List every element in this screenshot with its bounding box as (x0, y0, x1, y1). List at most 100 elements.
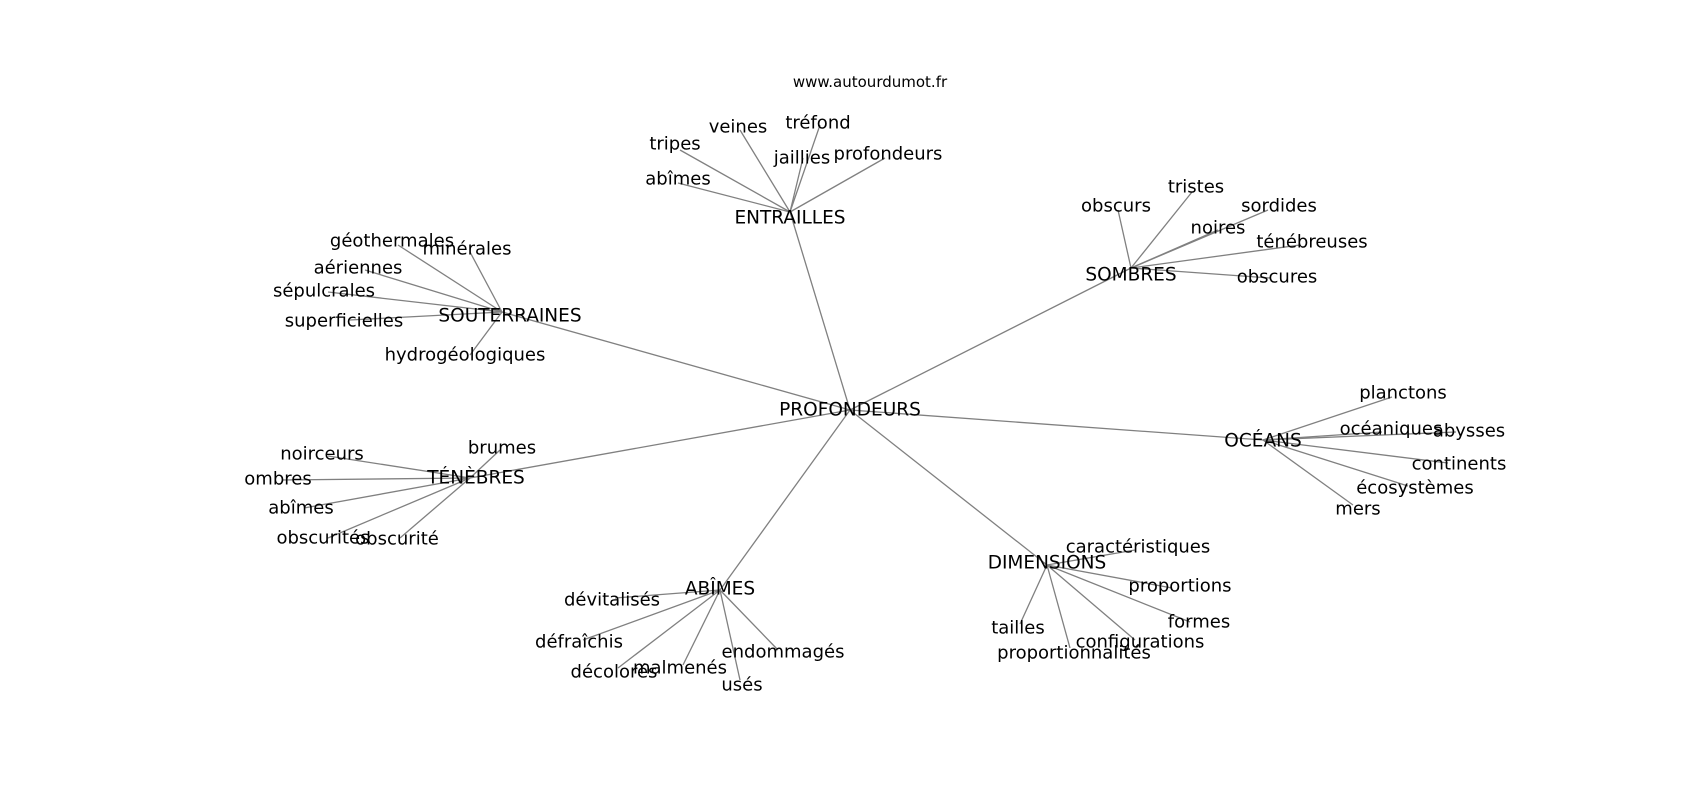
graph-labels: www.autourdumot.fr PROFONDEURS abîmes tri… (244, 73, 1506, 696)
edge-hub-to-leaf (397, 244, 503, 313)
leaf-node: proportionnalités (997, 643, 1151, 664)
edge-hub-to-leaf (614, 589, 721, 599)
leaf-node: abîmes (268, 498, 333, 519)
edge-hub-to-leaf (1130, 267, 1271, 279)
leaf-node: malmenés (633, 658, 727, 679)
edge-hub-to-leaf (1046, 564, 1136, 641)
edge-hub-to-leaf (469, 311, 503, 356)
hub-node: SOUTERRAINES (438, 306, 581, 327)
edge-hub-to-leaf (677, 182, 791, 213)
leaf-node: abîmes (645, 169, 710, 190)
edge-hub-to-leaf (1046, 564, 1071, 649)
edge-hub-to-leaf (1262, 439, 1354, 506)
leaf-node: mers (1335, 499, 1380, 520)
edge-hub-to-leaf (349, 311, 503, 321)
leaf-node: ombres (244, 469, 311, 490)
hub-node: SOMBRES (1085, 265, 1176, 286)
leaf-node: formes (1168, 612, 1230, 633)
edge-hub-to-leaf (1130, 191, 1193, 269)
leaf-node: sordides (1241, 196, 1317, 217)
graph-edges (281, 124, 1457, 681)
edge-center-to-hub (469, 409, 851, 479)
hub-node: TÉNÈBRES (426, 467, 525, 489)
leaf-node: aériennes (314, 258, 403, 279)
leaf-node: géothermales (330, 231, 454, 252)
edge-center-to-hub (501, 311, 851, 411)
center-node: PROFONDEURS (779, 400, 921, 421)
edge-hub-to-leaf (364, 269, 503, 313)
edge-hub-to-leaf (327, 455, 471, 479)
edge-hub-to-leaf (1262, 431, 1457, 441)
source-label: www.autourdumot.fr (793, 73, 948, 91)
leaf-node: tailles (991, 618, 1045, 639)
leaf-node: obscurs (1081, 196, 1151, 217)
edge-hub-to-leaf (1262, 439, 1409, 487)
leaf-node: veines (709, 117, 768, 138)
leaf-node: obscurité (355, 529, 439, 550)
leaf-node: tripes (649, 134, 700, 155)
leaf-node: brumes (468, 438, 536, 459)
edge-hub-to-leaf (469, 251, 503, 313)
leaf-node: tréfond (785, 113, 850, 134)
edge-hub-to-leaf (719, 589, 779, 651)
edge-hub-to-leaf (303, 477, 471, 509)
hub-node: OCÉANS (1224, 430, 1301, 452)
edge-hub-to-leaf (789, 157, 886, 213)
edge-hub-to-leaf (582, 589, 721, 641)
hub-node: DIMENSIONS (988, 553, 1107, 574)
edge-hub-to-leaf (617, 589, 721, 669)
edge-hub-to-leaf (1046, 549, 1136, 566)
edge-center-to-hub (849, 409, 1048, 566)
leaf-node: endommagés (722, 642, 845, 663)
leaf-node: obscures (1237, 267, 1318, 288)
leaf-node: décolorés (571, 662, 658, 683)
edge-hub-to-leaf (1019, 564, 1048, 625)
edge-center-to-hub (719, 409, 851, 591)
leaf-node: caractéristiques (1066, 537, 1211, 558)
leaf-node: hydrogéologiques (385, 345, 546, 366)
edge-hub-to-leaf (739, 129, 791, 213)
leaf-node: sépulcrales (273, 281, 375, 302)
edge-center-to-hub (789, 211, 851, 411)
leaf-node: proportions (1128, 576, 1231, 597)
leaf-node: noires (1191, 218, 1246, 239)
leaf-node: jaillies (773, 148, 831, 169)
edge-hub-to-leaf (1262, 396, 1393, 441)
edge-hub-to-leaf (789, 157, 804, 213)
leaf-node: ténébreuses (1256, 232, 1367, 253)
leaf-node: configurations (1076, 632, 1205, 653)
leaf-node: abysses (1433, 421, 1505, 442)
leaf-node: écosystèmes (1356, 478, 1474, 499)
leaf-node: tristes (1168, 177, 1224, 198)
edge-hub-to-leaf (327, 477, 471, 539)
leaf-node: usés (721, 675, 762, 696)
leaf-node: défraîchis (535, 632, 623, 653)
edge-hub-to-leaf (1262, 439, 1449, 464)
hub-node: ENTRAILLES (734, 208, 845, 229)
edge-hub-to-leaf (1130, 244, 1301, 269)
edge-hub-to-leaf (1046, 564, 1173, 589)
leaf-node: continents (1412, 454, 1507, 475)
edge-hub-to-leaf (682, 589, 721, 666)
leaf-node: océaniques (1340, 419, 1443, 440)
edge-hub-to-leaf (1130, 229, 1219, 269)
leaf-node: obscurités (276, 528, 369, 549)
hub-node: ABÎMES (685, 578, 755, 600)
edge-hub-to-leaf (679, 149, 791, 213)
edge-hub-to-leaf (719, 589, 741, 681)
leaf-node: minérales (423, 239, 512, 260)
edge-hub-to-leaf (1046, 564, 1191, 623)
leaf-node: profondeurs (834, 144, 943, 165)
edge-center-to-hub (849, 267, 1132, 411)
edge-center-to-hub (849, 409, 1264, 441)
edge-hub-to-leaf (469, 449, 501, 479)
leaf-node: planctons (1359, 383, 1447, 404)
leaf-node: superficielles (285, 311, 403, 332)
leaf-node: noirceurs (280, 444, 364, 465)
edge-hub-to-leaf (327, 291, 503, 313)
edge-hub-to-leaf (399, 477, 471, 539)
edge-hub-to-leaf (789, 124, 821, 213)
leaf-node: dévitalisés (564, 590, 660, 611)
edge-hub-to-leaf (281, 477, 471, 481)
